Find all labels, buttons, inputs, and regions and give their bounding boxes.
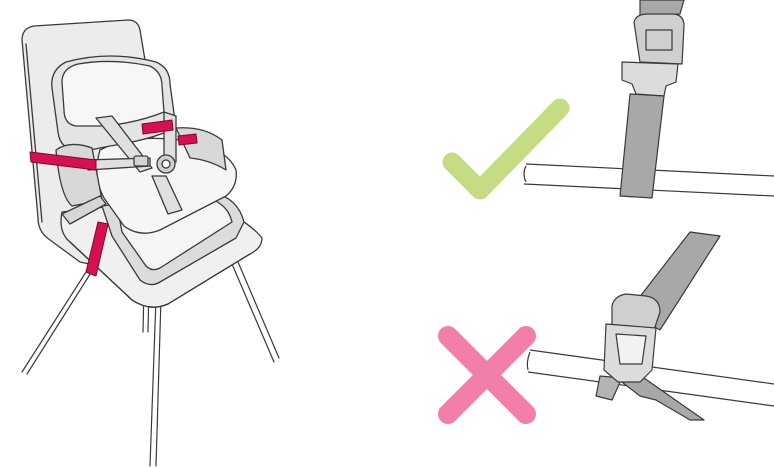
check-icon: [442, 98, 570, 200]
booster-backrest-pad: [61, 60, 165, 127]
incorrect-strap-illustration: [526, 231, 774, 421]
chair-legs: [21, 257, 280, 467]
cross-icon: [438, 326, 536, 424]
correct-strap-illustration: [523, 0, 774, 199]
buckle-female: [633, 13, 685, 65]
chair-seat-edge: [69, 241, 251, 308]
booster-seat-on-chair-illustration: [21, 19, 280, 467]
strap-lower: [619, 93, 665, 199]
chair-back-edge: [25, 43, 43, 223]
buckle-female: [611, 293, 661, 331]
securing-straps: [29, 119, 198, 277]
strap-upper: [639, 0, 685, 17]
buckle-male: [621, 61, 679, 97]
frame-lever: [61, 195, 107, 225]
harness-clip: [133, 155, 149, 167]
